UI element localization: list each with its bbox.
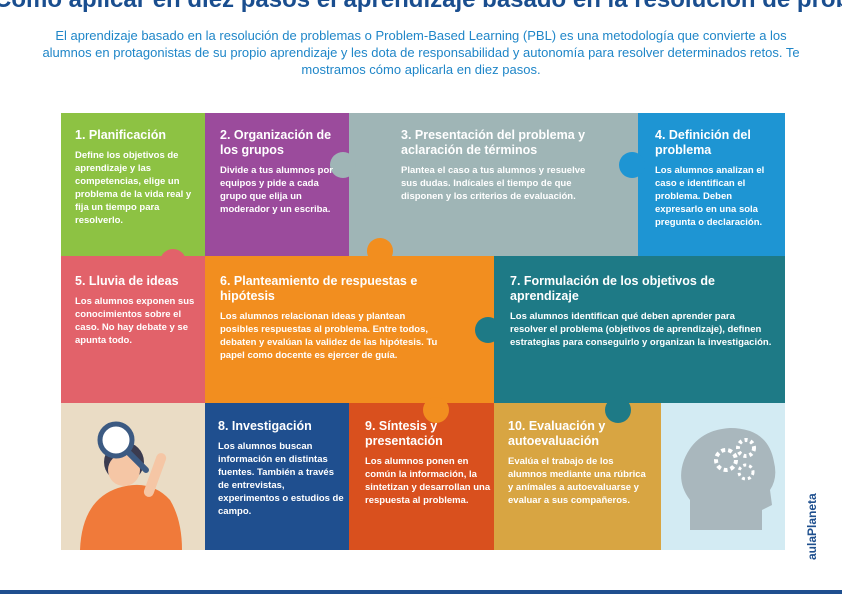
step-5: 5. Lluvia de ideas Los alumnos exponen s…	[75, 274, 195, 347]
step-text: Define los objetivos de aprendizaje y la…	[75, 150, 192, 226]
step-title: 8. Investigación	[218, 419, 312, 433]
step-8: 8. Investigación Los alumnos buscan info…	[218, 419, 346, 518]
step-4: 4. Definición del problema Los alumnos a…	[655, 128, 779, 229]
step-title: 1. Planificación	[75, 128, 167, 142]
brain-gears-illustration	[681, 428, 776, 530]
step-text: Los alumnos analizan el caso e identific…	[655, 165, 765, 228]
step-title: 3. Presentación del problema y aclaració…	[401, 128, 586, 157]
step-6: 6. Planteamiento de respuestas e hipótes…	[220, 274, 445, 362]
step-text: Divide a tus alumnos por equipos y pide …	[220, 165, 333, 215]
step-1: 1. Planificación Define los objetivos de…	[75, 128, 199, 227]
step-text: Evalúa el trabajo de los alumnos mediant…	[508, 456, 646, 506]
step-2: 2. Organización de los grupos Divide a t…	[220, 128, 338, 216]
knob-4-3	[619, 152, 645, 178]
knob-7-6	[475, 317, 501, 343]
magnifier-person-illustration	[80, 421, 182, 550]
bottom-bar	[0, 590, 842, 594]
intro-paragraph: El aprendizaje basado en la resolución d…	[42, 28, 800, 77]
step-title: 10. Evaluación y autoevaluación	[508, 419, 606, 448]
step-9: 9. Síntesis y presentación Los alumnos p…	[365, 419, 491, 507]
step-text: Los alumnos identifican qué deben aprend…	[510, 311, 772, 348]
step-text: Los alumnos buscan información en distin…	[218, 441, 344, 517]
step-3: 3. Presentación del problema y aclaració…	[401, 128, 601, 203]
step-title: 5. Lluvia de ideas	[75, 274, 179, 288]
step-text: Plantea el caso a tus alumnos y resuelve…	[401, 165, 586, 202]
illustration-bg	[61, 403, 205, 550]
step-title: 9. Síntesis y presentación	[365, 419, 443, 448]
brand-name: aulaPlaneta	[805, 493, 819, 560]
brain-bg	[661, 403, 785, 550]
step-text: Los alumnos ponen en común la informació…	[365, 456, 491, 506]
page-title: Cómo aplicar en diez pasos el aprendizaj…	[0, 0, 842, 12]
brand-logo: aulaPlaneta	[797, 470, 837, 570]
step-text: Los alumnos relacionan ideas y plantean …	[220, 311, 438, 361]
step-title: 4. Definición del problema	[655, 128, 751, 157]
knob-5-1	[160, 249, 186, 275]
step-10: 10. Evaluación y autoevaluación Evalúa e…	[508, 419, 653, 507]
step-text: Los alumnos exponen sus conocimientos so…	[75, 296, 195, 346]
step-title: 2. Organización de los grupos	[220, 128, 332, 157]
knob-6-3	[367, 238, 393, 264]
step-title: 6. Planteamiento de respuestas e hipótes…	[220, 274, 418, 303]
step-title: 7. Formulación de los objetivos de apren…	[510, 274, 715, 303]
step-7: 7. Formulación de los objetivos de apren…	[510, 274, 772, 349]
